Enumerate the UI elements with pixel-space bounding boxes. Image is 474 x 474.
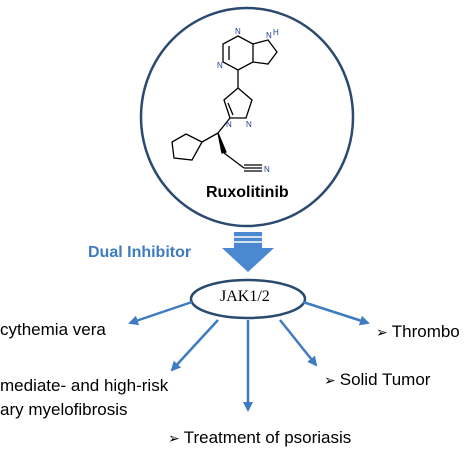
indication-psoriasis: ➢Treatment of psoriasis bbox=[168, 428, 351, 448]
indication-polycythemia: cythemia vera bbox=[0, 320, 106, 340]
molecule-ellipse bbox=[139, 6, 355, 228]
atom-n-pyrazole-2: N bbox=[246, 120, 252, 129]
indication-thrombo: ➢Thrombo bbox=[376, 322, 460, 342]
ruxolitinib-structure bbox=[171, 35, 278, 172]
atom-n-pyrazole-1: N bbox=[226, 120, 232, 129]
indication-myelofibrosis-line2: ary myelofibrosis bbox=[0, 400, 128, 419]
arrow-to-polycythemia bbox=[128, 300, 193, 326]
atom-n-nitrile: N bbox=[264, 165, 270, 174]
drug-name-label: Ruxolitinib bbox=[206, 184, 289, 201]
arrow-to-myelofibrosis bbox=[170, 319, 219, 372]
atom-n-pyrrole: N bbox=[266, 31, 272, 40]
arrow-to-thrombo bbox=[302, 300, 370, 326]
indication-solid-tumor: ➢Solid Tumor bbox=[324, 370, 430, 390]
indication-polycythemia-text: cythemia vera bbox=[0, 320, 106, 339]
jak-ellipse bbox=[189, 278, 307, 320]
atom-n-pyrimidine-1: N bbox=[235, 27, 241, 36]
atom-h-pyrrole: H bbox=[273, 28, 279, 37]
indication-thrombo-text: Thrombo bbox=[391, 322, 460, 341]
dual-inhibitor-label: Dual Inhibitor bbox=[88, 244, 192, 261]
jak-target-label: JAK1/2 bbox=[220, 288, 270, 305]
bullet-icon: ➢ bbox=[376, 324, 388, 340]
bullet-icon: ➢ bbox=[324, 372, 336, 388]
indication-solid-tumor-text: Solid Tumor bbox=[339, 370, 431, 389]
indication-psoriasis-text: Treatment of psoriasis bbox=[183, 428, 352, 447]
down-arrow-icon bbox=[222, 232, 274, 272]
indication-myelofibrosis-line1: mediate- and high-risk bbox=[0, 376, 169, 395]
bullet-icon: ➢ bbox=[168, 430, 180, 446]
atom-n-pyrimidine-2: N bbox=[217, 61, 223, 70]
arrow-to-solid-tumor bbox=[279, 319, 318, 367]
